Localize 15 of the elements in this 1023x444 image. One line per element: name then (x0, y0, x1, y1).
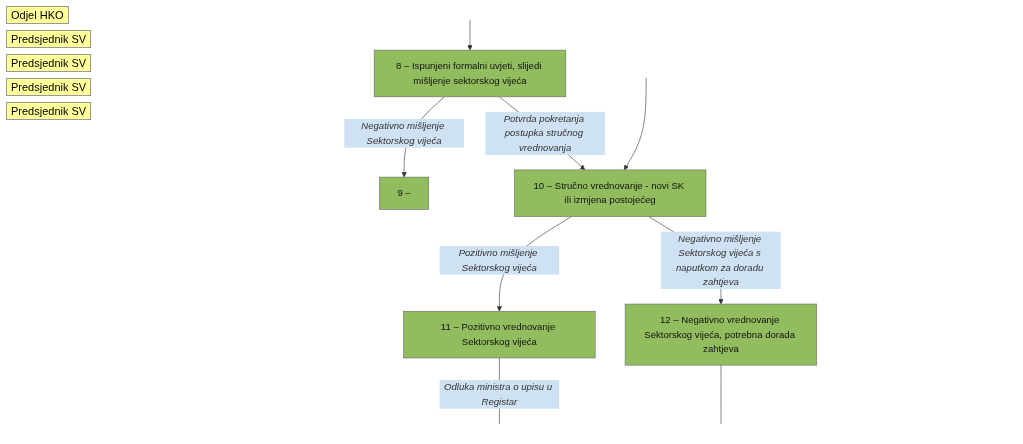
edge-label: Pozitivno mišljenje Sektorskog vijeća (458, 247, 538, 273)
edge-label: Potvrda pokretanja postupka stručnog vrednovanja (503, 113, 585, 153)
role-tag: Predsjednik SV (6, 102, 92, 120)
role-tag: Predsjednik SV (6, 78, 92, 96)
role-tag: Odjel HKO (6, 6, 69, 24)
node-box: 9 – (379, 176, 430, 210)
node-box: 8 – Ispunjeni formalni uvjeti, slijedi mišljenje sektorskog vijeća (373, 49, 567, 98)
node-box: 12 – Negativno vrednovanje Sektorskog vijeća, potrebna dorada zahtjeva (624, 303, 818, 366)
node-box: 11 – Pozitivno vrednovanje Sektorskog vijeća (403, 310, 596, 359)
role-tag: Predsjednik SV (6, 30, 92, 48)
edge-label: Negativno mišljenje Sektorskog vijeća (361, 120, 445, 146)
role-tag: Predsjednik SV (6, 54, 92, 72)
edge-label: Negativno mišljenje Sektorskog vijeća s naputkom za doradu zahtjeva (675, 233, 764, 287)
edge-label: Odluka ministra o upisu u Registar (443, 381, 553, 407)
node-box: 10 – Stručno vrednovanje - novi SK ili izmjena postojećeg (514, 169, 707, 217)
